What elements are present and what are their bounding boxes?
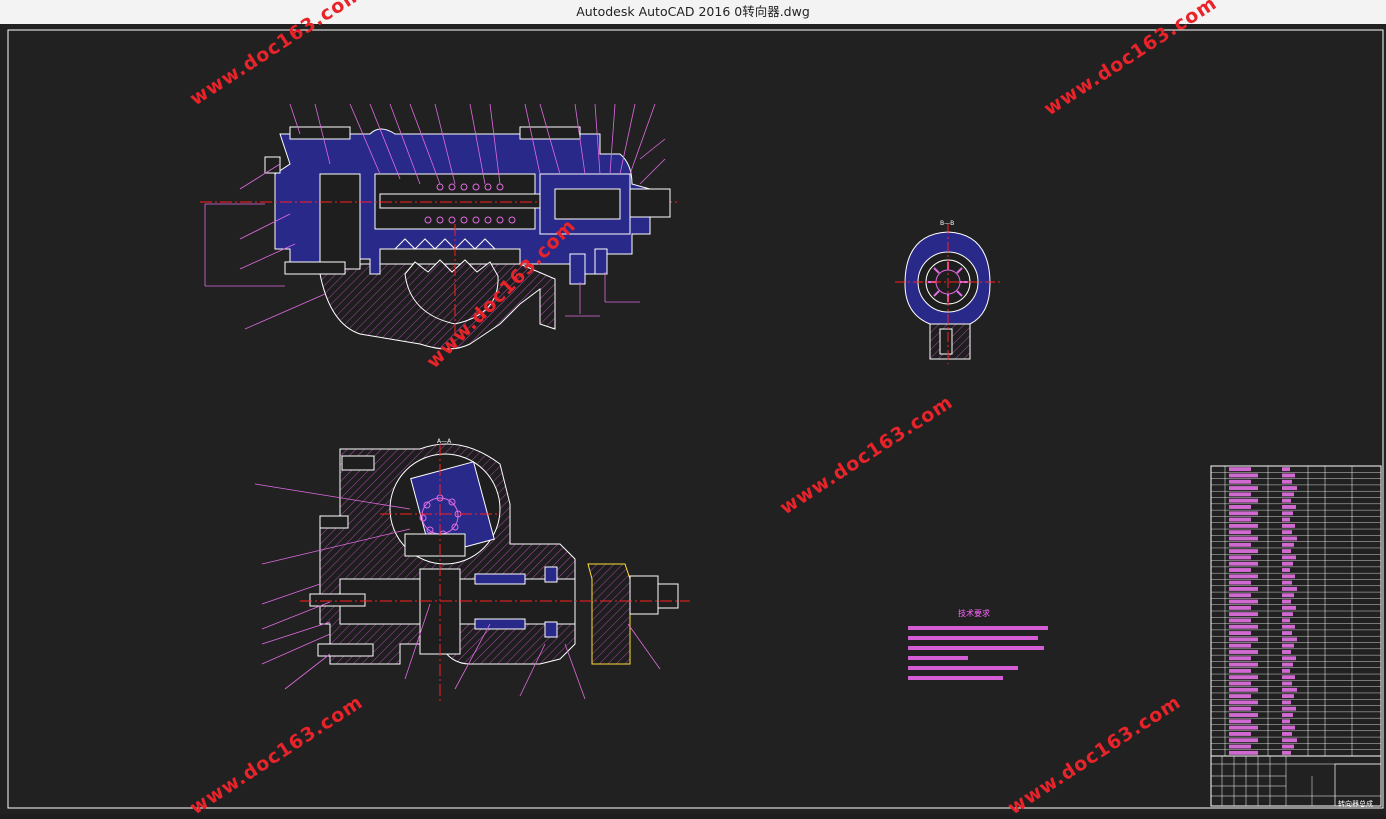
section-view-aa	[254, 443, 690, 704]
cad-drawing[interactable]	[0, 24, 1386, 814]
window-title: Autodesk AutoCAD 2016 0转向器.dwg	[576, 4, 810, 19]
main-section-view	[200, 103, 680, 350]
technical-requirements-text	[908, 626, 1048, 680]
detail-bb-label: B—B	[940, 220, 955, 227]
parts-list-table	[1210, 465, 1382, 807]
section-aa-label: A—A	[437, 438, 452, 445]
title-block-name: 转向器总成	[1338, 800, 1373, 808]
technical-requirements-title: 技术要求	[958, 609, 990, 618]
detail-view-bb	[895, 224, 1000, 364]
drawing-border	[7, 29, 1384, 809]
